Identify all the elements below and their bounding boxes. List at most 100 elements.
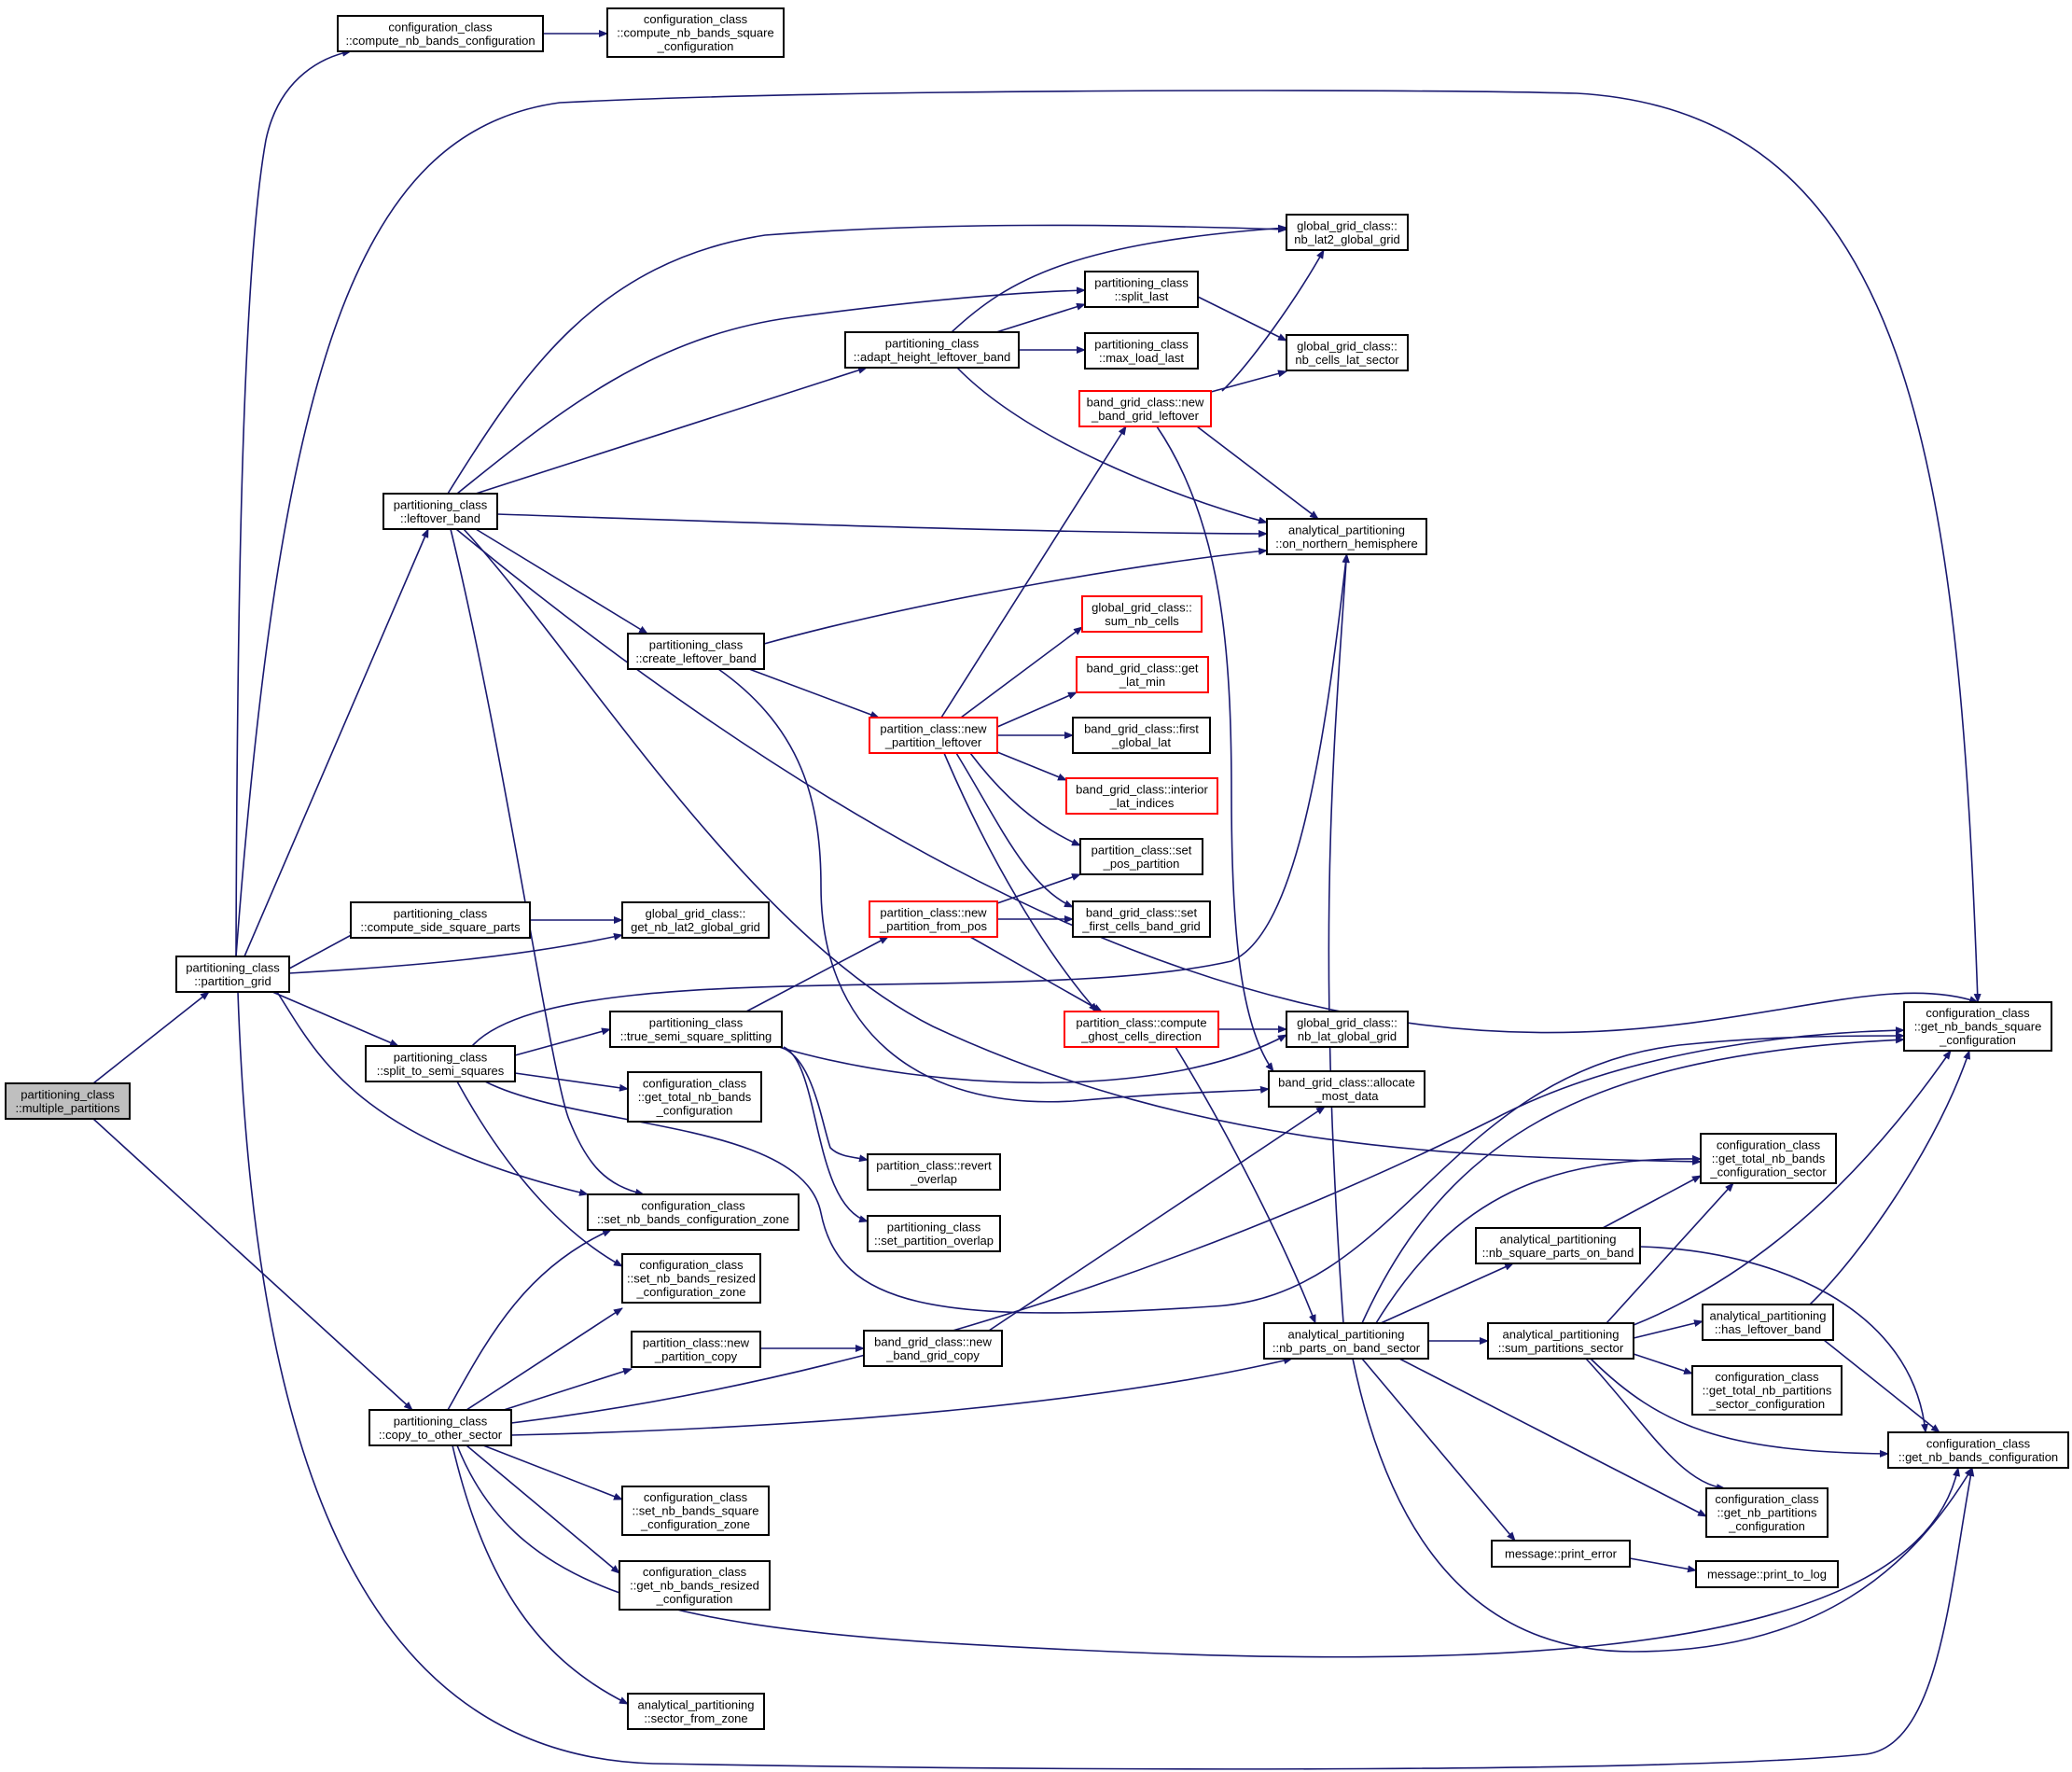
node-create_leftover_band[interactable]: partitioning_class::create_leftover_band xyxy=(627,633,765,670)
node-box xyxy=(1286,214,1409,251)
edge-leftover_band-to-create_leftover_band xyxy=(475,528,648,635)
node-box xyxy=(627,1071,762,1123)
node-label-line: ::multiple_partitions xyxy=(16,1101,120,1115)
node-set_partition_overlap[interactable]: partitioning_class::set_partition_overla… xyxy=(867,1215,1001,1252)
node-first_global_lat[interactable]: band_grid_class::first_global_lat xyxy=(1072,717,1211,754)
node-box xyxy=(609,1011,783,1048)
node-compute_side_square_parts[interactable]: partitioning_class::compute_side_square_… xyxy=(350,901,531,939)
node-leftover_band[interactable]: partitioning_class::leftover_band xyxy=(382,493,498,530)
node-box xyxy=(1268,1070,1425,1108)
node-max_load_last[interactable]: partitioning_class::max_load_last xyxy=(1084,332,1199,370)
node-set_pos_partition[interactable]: partition_class::set_pos_partition xyxy=(1079,838,1203,875)
node-get_total_nb_partitions_sector_configuration[interactable]: configuration_class::get_total_nb_partit… xyxy=(1691,1365,1843,1416)
node-get_nb_lat2_global_grid[interactable]: global_grid_class::get_nb_lat2_global_gr… xyxy=(621,901,770,939)
node-label-line: ::compute_side_square_parts xyxy=(360,920,521,934)
node-label-line: band_grid_class::first xyxy=(1084,721,1199,735)
node-nb_lat2_global_grid[interactable]: global_grid_class::nb_lat2_global_grid xyxy=(1286,214,1409,251)
edge-partition_grid-to-get_nb_bands_configuration xyxy=(237,991,1975,1770)
node-set_nb_bands_square_configuration_zone[interactable]: configuration_class::set_nb_bands_square… xyxy=(621,1486,770,1536)
edge-partition_grid-to-get_nb_lat2_global_grid xyxy=(288,932,623,974)
node-compute_ghost_cells_direction[interactable]: partition_class::compute_ghost_cells_dir… xyxy=(1064,1011,1219,1048)
node-adapt_height_leftover_band[interactable]: partitioning_class::adapt_height_leftove… xyxy=(844,331,1020,369)
node-revert_overlap[interactable]: partition_class::revert_overlap xyxy=(867,1153,1001,1191)
node-label-line: ::max_load_last xyxy=(1099,351,1184,365)
node-set_nb_bands_resized_configuration_zone[interactable]: configuration_class::set_nb_bands_resize… xyxy=(621,1253,761,1304)
node-box xyxy=(619,1560,771,1611)
node-nb_parts_on_band_sector[interactable]: analytical_partitioning::nb_parts_on_ban… xyxy=(1263,1322,1429,1360)
node-compute_nb_bands_square_configuration[interactable]: configuration_class::compute_nb_bands_sq… xyxy=(606,7,785,58)
node-box xyxy=(5,1082,131,1120)
node-has_leftover_band[interactable]: analytical_partitioning::has_leftover_ba… xyxy=(1702,1304,1834,1341)
node-new_band_grid_copy[interactable]: band_grid_class::new_band_grid_copy xyxy=(863,1330,1003,1367)
node-label-line: ::copy_to_other_sector xyxy=(379,1428,503,1442)
node-box xyxy=(382,493,498,530)
edge-nb_parts_on_band_sector-to-nb_square_parts_on_band xyxy=(1380,1263,1514,1324)
node-box xyxy=(1266,518,1427,555)
node-box xyxy=(844,331,1020,369)
node-label-line: ::sector_from_zone xyxy=(644,1711,747,1725)
edge-partition_grid-to-split_to_semi_squares xyxy=(271,991,399,1047)
node-print_to_log[interactable]: message::print_to_log xyxy=(1695,1560,1839,1588)
edge-adapt_height_leftover_band-to-on_northern_hemisphere xyxy=(956,367,1268,524)
node-label-line: _lat_indices xyxy=(1109,796,1175,810)
node-sector_from_zone[interactable]: analytical_partitioning::sector_from_zon… xyxy=(627,1693,765,1730)
node-interior_lat_indices[interactable]: band_grid_class::interior_lat_indices xyxy=(1065,777,1218,815)
node-box xyxy=(1084,271,1199,308)
node-nb_square_parts_on_band[interactable]: analytical_partitioning::nb_square_parts… xyxy=(1475,1227,1641,1264)
node-get_nb_partitions_configuration[interactable]: configuration_class::get_nb_partitions_c… xyxy=(1705,1487,1829,1538)
node-on_northern_hemisphere[interactable]: analytical_partitioning::on_northern_hem… xyxy=(1266,518,1427,555)
edge-true_semi_square_splitting-to-new_partition_from_pos xyxy=(745,936,889,1012)
node-set_nb_bands_configuration_zone[interactable]: configuration_class::set_nb_bands_config… xyxy=(587,1193,800,1231)
node-get_total_nb_bands_configuration[interactable]: configuration_class::get_total_nb_bands_… xyxy=(627,1071,762,1123)
edge-print_error-to-print_to_log xyxy=(1629,1557,1697,1573)
node-sum_nb_cells[interactable]: global_grid_class::sum_nb_cells xyxy=(1081,595,1203,633)
node-get_total_nb_bands_configuration_sector[interactable]: configuration_class::get_total_nb_bands_… xyxy=(1700,1133,1837,1184)
edge-copy_to_other_sector-to-nb_parts_on_band_sector xyxy=(510,1357,1293,1436)
edge-copy_to_other_sector-to-sector_from_zone xyxy=(452,1444,629,1705)
node-true_semi_square_splitting[interactable]: partitioning_class::true_semi_square_spl… xyxy=(609,1011,783,1048)
node-label-line: partitioning_class xyxy=(394,906,488,920)
node-print_error[interactable]: message::print_error xyxy=(1491,1540,1631,1568)
node-set_first_cells_band_grid[interactable]: band_grid_class::set_first_cells_band_gr… xyxy=(1072,900,1211,938)
node-new_partition_copy[interactable]: partition_class::new_partition_copy xyxy=(631,1331,761,1368)
edge-compute_ghost_cells_direction-to-nb_parts_on_band_sector xyxy=(1175,1046,1316,1324)
node-box xyxy=(867,1153,1001,1191)
edge-create_leftover_band-to-on_northern_hemisphere xyxy=(763,547,1268,645)
node-label-line: band_grid_class::get xyxy=(1087,661,1199,675)
node-split_last[interactable]: partitioning_class::split_last xyxy=(1084,271,1199,308)
node-get_nb_bands_resized_configuration[interactable]: configuration_class::get_nb_bands_resize… xyxy=(619,1560,771,1611)
node-label-line: global_grid_class:: xyxy=(1092,600,1192,614)
node-copy_to_other_sector[interactable]: partitioning_class::copy_to_other_sector xyxy=(369,1409,512,1446)
node-get_lat_min[interactable]: band_grid_class::get_lat_min xyxy=(1076,656,1209,693)
edge-nb_square_parts_on_band-to-get_nb_bands_configuration xyxy=(1639,1246,1929,1433)
node-get_nb_bands_configuration[interactable]: configuration_class::get_nb_bands_config… xyxy=(1887,1431,2069,1469)
node-label-line: global_grid_class:: xyxy=(1297,218,1398,232)
node-nb_cells_lat_sector[interactable]: global_grid_class::nb_cells_lat_sector xyxy=(1286,334,1409,371)
node-box xyxy=(1065,777,1218,815)
node-get_nb_bands_square_configuration[interactable]: configuration_class::get_nb_bands_square… xyxy=(1903,1001,2052,1052)
node-sum_partitions_sector[interactable]: analytical_partitioning::sum_partitions_… xyxy=(1487,1322,1634,1360)
node-label-line: ::set_nb_bands_square xyxy=(633,1504,759,1518)
node-label-line: configuration_class xyxy=(1926,1006,2030,1020)
node-box xyxy=(1695,1560,1839,1588)
node-partition_grid[interactable]: partitioning_class::partition_grid xyxy=(175,956,290,993)
node-box xyxy=(1286,1011,1409,1048)
node-new_band_grid_leftover[interactable]: band_grid_class::new_band_grid_leftover xyxy=(1078,390,1212,427)
edge-partition_grid-to-leftover_band xyxy=(243,528,429,957)
node-new_partition_leftover[interactable]: partition_class::new_partition_leftover xyxy=(869,717,998,754)
node-label-line: global_grid_class:: xyxy=(1297,339,1398,353)
node-label-line: _partition_copy xyxy=(654,1349,738,1363)
node-label-line: _configuration_sector xyxy=(1709,1165,1827,1179)
edge-sum_partitions_sector-to-get_total_nb_bands_configuration_sector xyxy=(1606,1182,1734,1324)
edge-nb_parts_on_band_sector-to-get_nb_partitions_configuration xyxy=(1398,1358,1707,1517)
edge-true_semi_square_splitting-to-revert_overlap xyxy=(778,1046,869,1163)
node-split_to_semi_squares[interactable]: partitioning_class::split_to_semi_square… xyxy=(365,1045,516,1082)
node-label-line: analytical_partitioning xyxy=(1502,1327,1619,1341)
node-nb_lat_global_grid[interactable]: global_grid_class::nb_lat_global_grid xyxy=(1286,1011,1409,1048)
node-label-line: band_grid_class::new xyxy=(874,1334,992,1348)
node-multiple_partitions[interactable]: partitioning_class::multiple_partitions xyxy=(5,1082,131,1120)
node-allocate_most_data[interactable]: band_grid_class::allocate_most_data xyxy=(1268,1070,1425,1108)
node-new_partition_from_pos[interactable]: partition_class::new_partition_from_pos xyxy=(869,900,998,938)
node-box xyxy=(621,901,770,939)
node-compute_nb_bands_configuration[interactable]: configuration_class::compute_nb_bands_co… xyxy=(337,15,544,52)
